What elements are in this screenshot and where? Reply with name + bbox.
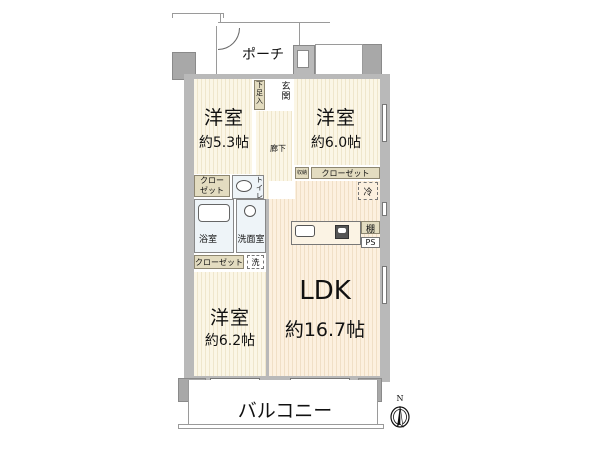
outer-wall-right — [380, 78, 390, 382]
room-western-2 — [294, 79, 380, 165]
western3-size: 約6.2帖 — [204, 333, 256, 349]
closet-left-top — [194, 175, 230, 197]
compass-n-label: N — [396, 394, 404, 403]
pipe-space — [361, 237, 380, 248]
window-right-2 — [382, 202, 387, 216]
storage — [295, 167, 309, 179]
shelf-label: 棚 — [365, 225, 375, 235]
shoebox — [254, 80, 265, 110]
washer-label: 洗 — [251, 258, 260, 267]
room-western-3 — [194, 272, 266, 376]
balcony-label: バルコニー — [237, 400, 333, 422]
washroom-label: 洗面室 — [237, 235, 265, 245]
entrance-label: 玄関 — [281, 82, 291, 102]
closet-right-label: クローゼット — [321, 169, 370, 178]
compass-icon — [389, 405, 411, 429]
western3-label: 洋室 — [209, 307, 250, 329]
room-western-1 — [194, 79, 252, 174]
storage-label: 収納 — [296, 170, 307, 176]
entrance-area — [266, 79, 292, 111]
stove-burner-icon — [338, 228, 346, 233]
washer-space — [247, 255, 264, 269]
closet-left-bottom-label: クローゼット — [195, 258, 243, 267]
fridge-space — [358, 182, 378, 200]
porch-label: ポーチ — [242, 47, 284, 63]
toilet-label: トイレ — [256, 176, 263, 200]
window-right-3 — [382, 266, 387, 304]
porch-outline — [172, 13, 224, 18]
kitchen-sink-icon — [295, 225, 315, 237]
closet-right — [311, 167, 380, 179]
balcony — [188, 380, 378, 424]
western2-size: 約6.0帖 — [310, 135, 362, 151]
partition-wall — [266, 199, 269, 376]
outer-wall-left — [184, 78, 194, 382]
porch-outline-right — [218, 13, 221, 23]
shelf — [361, 221, 380, 234]
closet-left-bottom — [194, 255, 244, 269]
bathtub-icon — [198, 204, 230, 222]
western1-label: 洋室 — [203, 107, 244, 129]
western1-size: 約5.3帖 — [198, 135, 250, 151]
fridge-label: 冷 — [363, 188, 373, 198]
sink-icon — [244, 205, 256, 217]
outer-wall-top — [184, 74, 390, 79]
ldk-size: 約16.7帖 — [284, 319, 366, 341]
porch-outline-top — [218, 22, 330, 25]
bathroom-label: 浴室 — [198, 235, 217, 245]
outer-wall-bottom — [184, 376, 390, 381]
closet-left-top-label: クロー ゼット — [200, 176, 224, 195]
meter-box-inner — [297, 50, 309, 68]
ldk-notch — [269, 181, 295, 199]
balcony-rail — [178, 424, 384, 429]
ps-label: PS — [365, 238, 376, 247]
top-wall-right — [315, 44, 363, 78]
window-right-1 — [382, 104, 387, 142]
toilet-bowl-icon — [236, 180, 252, 192]
ldk-label: LDK — [299, 276, 351, 306]
shoebox-label: 下足入 — [256, 81, 263, 105]
room-ldk — [269, 181, 380, 376]
hallway-label: 廊下 — [270, 144, 286, 153]
western2-label: 洋室 — [315, 107, 356, 129]
